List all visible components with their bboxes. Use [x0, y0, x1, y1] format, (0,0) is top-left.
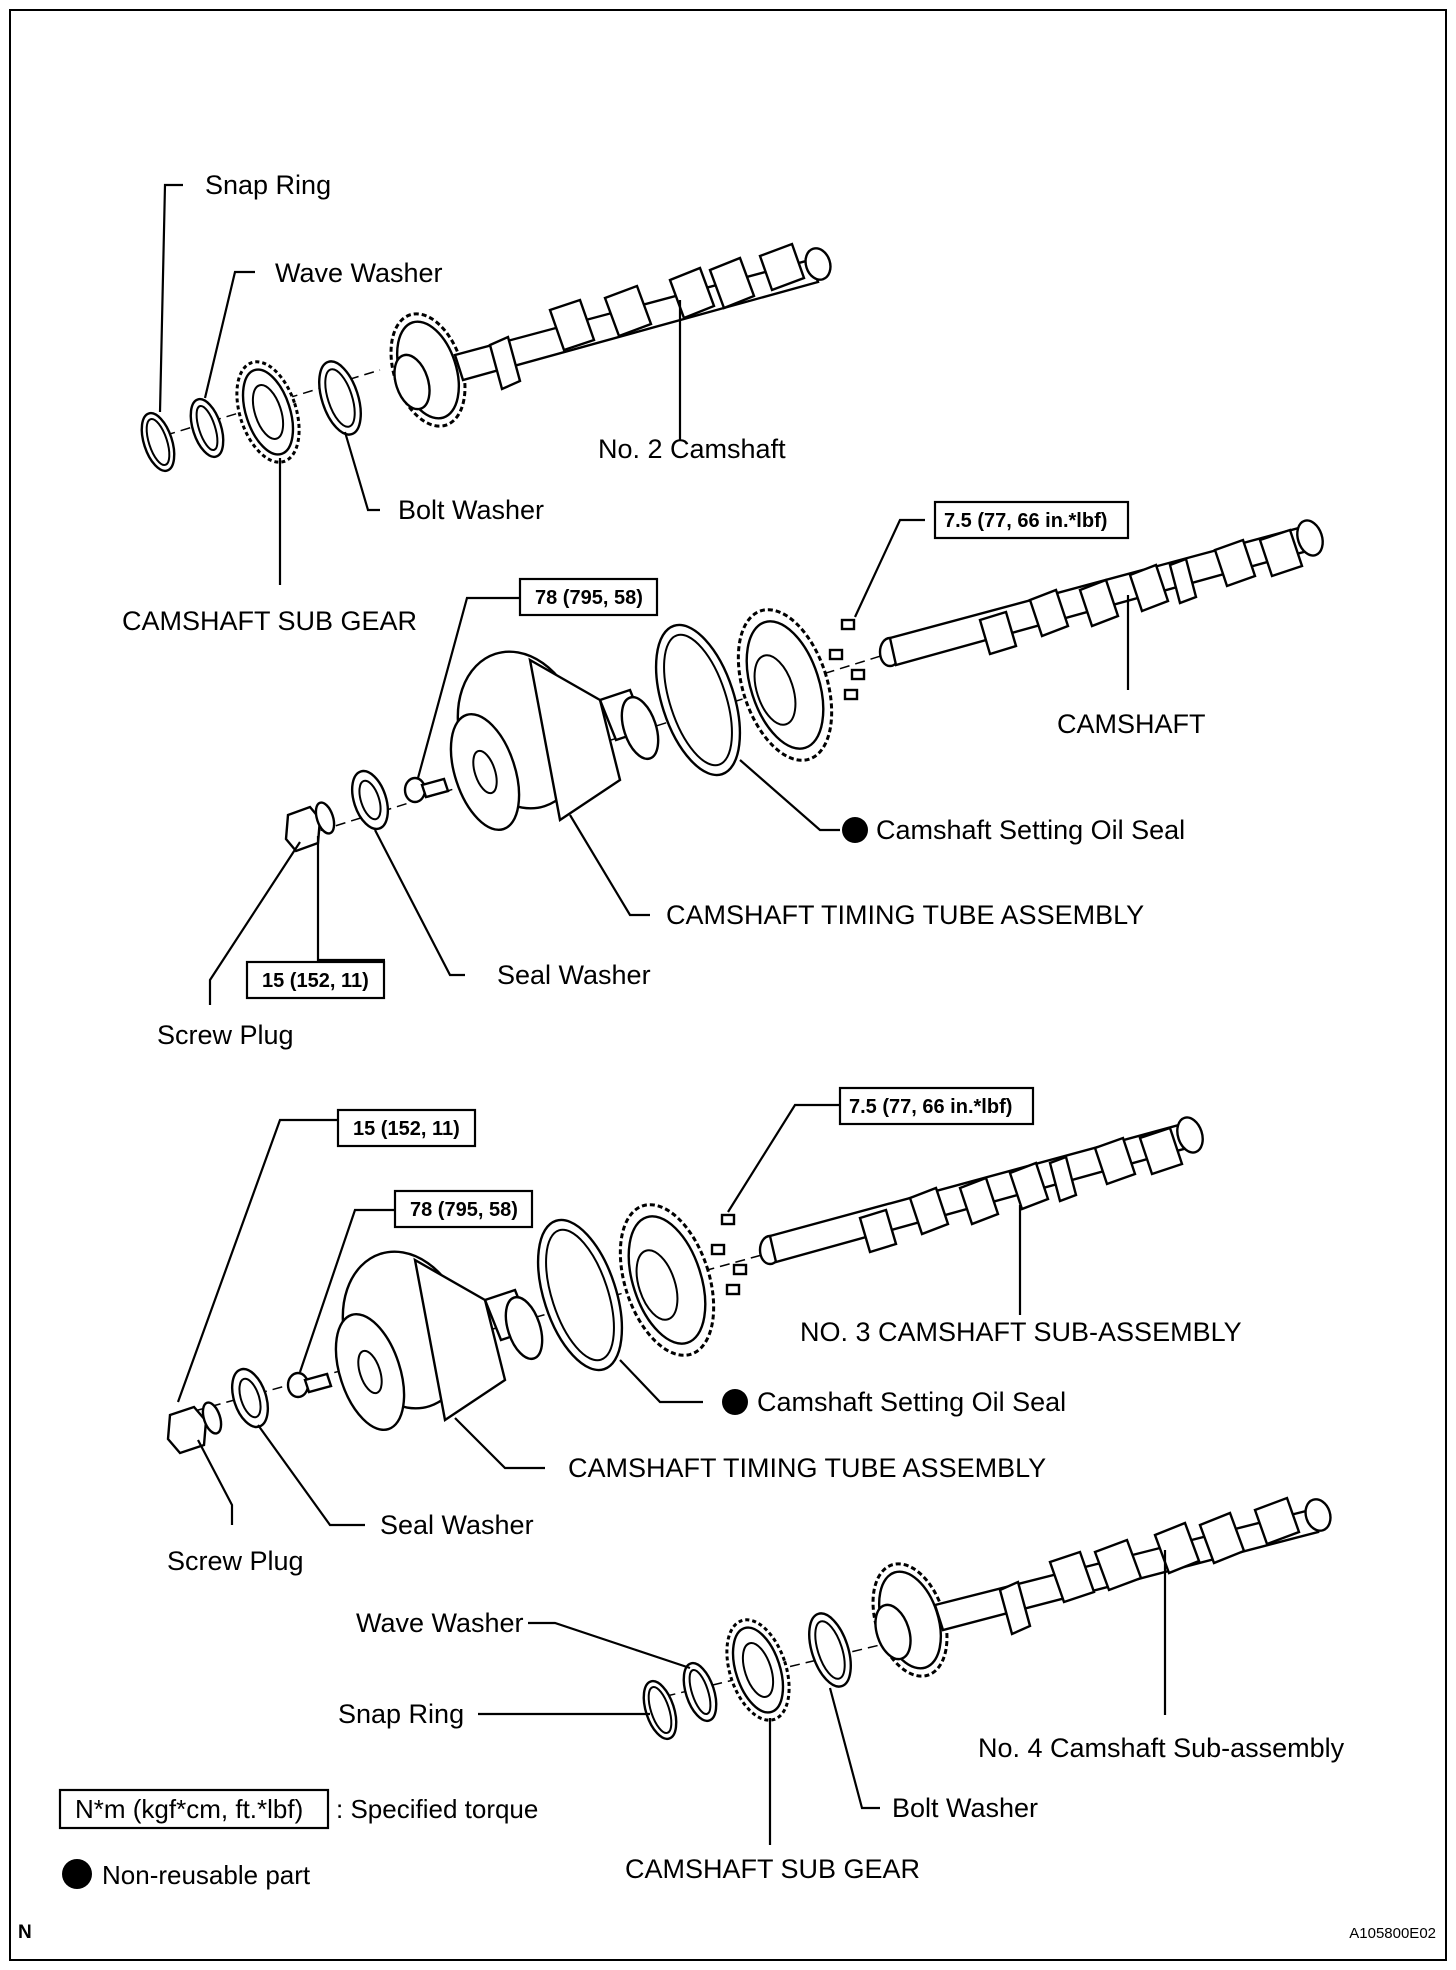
camshaft-gear-2-part: [618, 1203, 716, 1357]
legend-torque-box: [58, 1788, 330, 1830]
snap-ring-2-part: [642, 1679, 678, 1741]
torque-3-label: 15 (152, 11): [262, 970, 369, 992]
oil-seal-1-part: [654, 623, 742, 777]
seal-washer-2-label: Seal Washer: [380, 1510, 534, 1540]
no2-camshaft-part: [453, 242, 832, 391]
oil-seal-2-part: [536, 1218, 624, 1372]
nonreusable-1-icon: [842, 817, 868, 843]
torque-box-4: [838, 1086, 1035, 1126]
bolt-washer-2-part: [808, 1612, 852, 1688]
north-mark: N: [18, 1922, 32, 1943]
legend-torque-label: : Specified torque: [336, 1794, 538, 1824]
legend: N*m (kgf*cm, ft.*lbf) : Specified torque…: [58, 1788, 538, 1890]
oil-seal-1-label: Camshaft Setting Oil Seal: [876, 815, 1185, 845]
timing-tube-1-label: CAMSHAFT TIMING TUBE ASSEMBLY: [666, 900, 1144, 930]
gear-bolts-2-part: [710, 1213, 748, 1296]
no4-camshaft-label: No. 4 Camshaft Sub-assembly: [978, 1733, 1345, 1763]
torque-box-1: [933, 500, 1130, 540]
torque-box-5: [336, 1108, 477, 1148]
seal-washer-1-part: [350, 769, 390, 831]
screw-plug-2-part: [166, 1401, 223, 1455]
torque-box-3: [245, 960, 386, 1000]
camshaft-group: [284, 519, 1324, 853]
timing-tube-1-part: [449, 650, 660, 832]
camshaft-gear-1-part: [736, 608, 834, 762]
wave-washer-1-label: Wave Washer: [275, 258, 443, 288]
no3-camshaft-label: NO. 3 CAMSHAFT SUB-ASSEMBLY: [800, 1317, 1242, 1347]
torque-5-label: 15 (152, 11): [353, 1118, 460, 1140]
screw-plug-1-label: Screw Plug: [157, 1020, 294, 1050]
wave-washer-1-part: [189, 397, 225, 459]
timing-tube-2-label: CAMSHAFT TIMING TUBE ASSEMBLY: [568, 1453, 1046, 1483]
snap-ring-1-label: Snap Ring: [205, 170, 331, 200]
bolt-washer-1-label: Bolt Washer: [398, 495, 544, 525]
camshaft-label: CAMSHAFT: [1057, 709, 1206, 739]
wave-washer-2-part: [682, 1661, 718, 1723]
no4-camshaft-part: [933, 1496, 1332, 1636]
timing-tube-2-part: [334, 1250, 544, 1432]
legend-torque-box-label: N*m (kgf*cm, ft.*lbf): [75, 1794, 303, 1824]
bolt-2-part: [286, 1371, 333, 1399]
torque-box-6: [393, 1189, 534, 1229]
oil-seal-2-label: Camshaft Setting Oil Seal: [757, 1387, 1066, 1417]
camshaft-sub-gear-1-label: CAMSHAFT SUB GEAR: [122, 606, 417, 636]
camshaft-sub-gear-2-label: CAMSHAFT SUB GEAR: [625, 1854, 920, 1884]
no2-camshaft-label: No. 2 Camshaft: [598, 434, 786, 464]
snap-ring-2-label: Snap Ring: [338, 1699, 464, 1729]
gear-bolts-1-part: [828, 618, 866, 701]
screw-plug-1-part: [284, 801, 336, 853]
camshaft-main-gear-1-part: [389, 312, 467, 428]
torque-box-2: [518, 577, 659, 617]
bolt-washer-2-label: Bolt Washer: [892, 1793, 1038, 1823]
figure-code: A105800E02: [1349, 1925, 1436, 1942]
bolt-1-part: [403, 776, 450, 804]
nonreusable-2-icon: [722, 1389, 748, 1415]
screw-plug-2-label: Screw Plug: [167, 1546, 304, 1576]
snap-ring-1-part: [140, 411, 176, 473]
no2-camshaft-group: [140, 242, 832, 473]
torque-1-label: 7.5 (77, 66 in.*lbf): [944, 510, 1107, 532]
camshaft-part: [878, 519, 1324, 668]
torque-2-label: 78 (795, 58): [535, 587, 643, 609]
torque-4-label: 7.5 (77, 66 in.*lbf): [849, 1096, 1012, 1118]
no4-camshaft-group: [642, 1496, 1332, 1741]
no3-camshaft-part: [758, 1116, 1204, 1266]
seal-washer-1-label: Seal Washer: [497, 960, 651, 990]
wave-washer-2-label: Wave Washer: [356, 1608, 524, 1638]
torque-6-label: 78 (795, 58): [410, 1199, 518, 1221]
diagram-frame: [9, 9, 1447, 1961]
camshaft-sub-gear-2-part: [725, 1618, 791, 1722]
bolt-washer-1-part: [318, 360, 362, 436]
seal-washer-2-part: [230, 1367, 270, 1429]
legend-nonreusable-label: Non-reusable part: [102, 1860, 311, 1890]
no3-camshaft-group: [166, 1116, 1204, 1455]
legend-nonreusable-icon: [62, 1859, 92, 1889]
camshaft-sub-gear-1-part: [235, 360, 301, 464]
